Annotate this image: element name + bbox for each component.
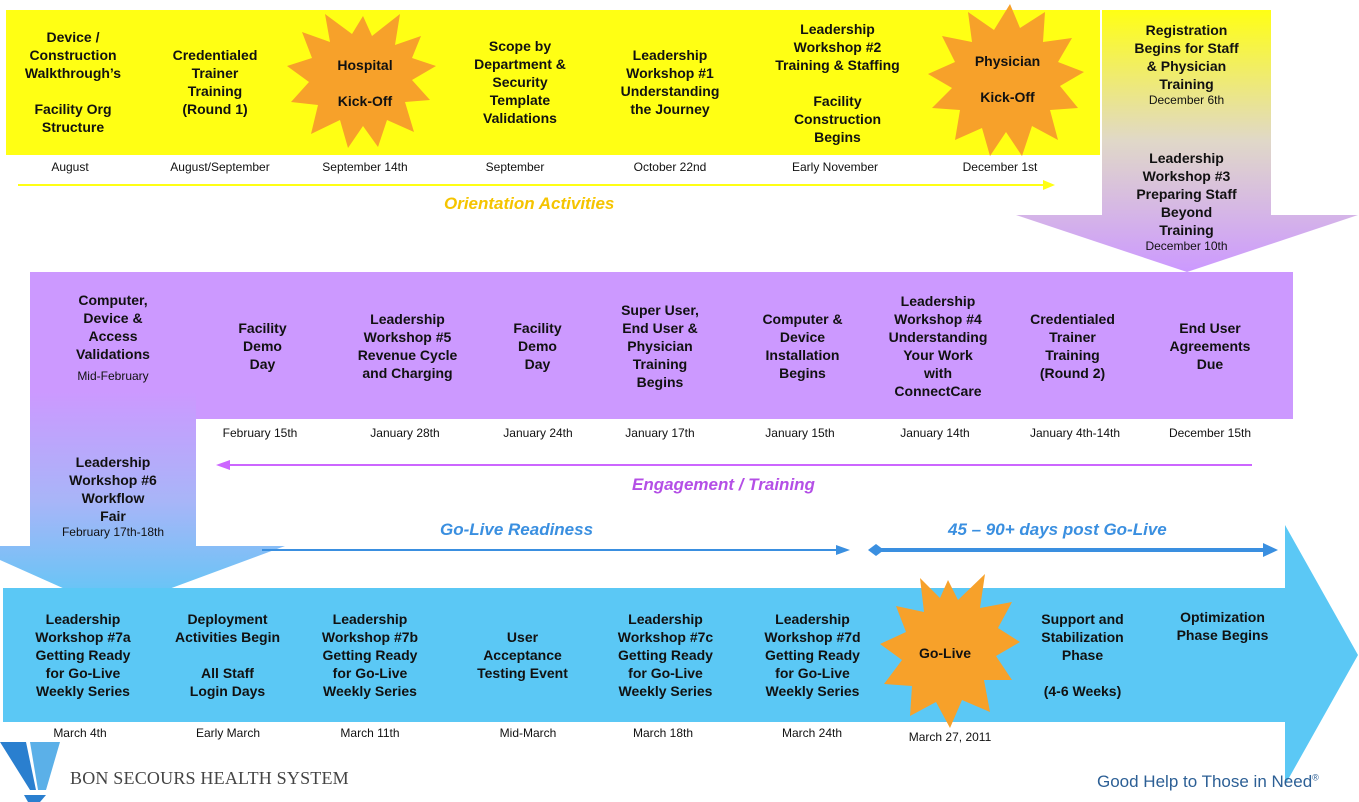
workshop6-date: February 17th-18th [61,524,165,539]
orientation-date: August/September [170,160,270,174]
orientation-item: Credentialed Trainer Training (Round 1) [172,47,258,117]
hospital-kickoff-starburst [287,14,436,148]
golive-item: Leadership Workshop #7b Getting Ready fo… [321,611,419,699]
validations-date: Mid-February [77,369,149,383]
golive-date: March 18th [632,726,694,740]
registered-mark: ® [1312,772,1319,783]
engagement-date: January 4th-14th [1029,426,1121,440]
down-arrow-left [0,392,285,610]
engagement-phase-label: Engagement / Training [632,475,815,494]
orientation-band [6,10,1100,155]
workshop3-item: Leadership Workshop #3 Preparing Staff B… [1136,149,1237,253]
orientation-item: Physician Kick-Off [974,53,1041,105]
engagement-date: January 24th [503,426,573,440]
workshop6-item: Leadership Workshop #6 Workflow Fair Feb… [61,453,165,539]
engagement-item: Facility Demo Day [238,319,287,372]
validations-item: Computer, Device & Access Validations Mi… [76,292,150,383]
orientation-item: Scope by Department & Security Template … [474,38,566,126]
golive-item: Go-Live [918,645,972,661]
golive-item: Leadership Workshop #7d Getting Ready fo… [764,611,861,699]
engagement-date: January 14th [900,426,970,440]
golive-starburst [880,574,1020,728]
physician-kickoff-starburst [928,4,1084,156]
golive-date: Early March [195,726,260,740]
readiness-arrow [262,545,850,555]
orientation-item: Device / Construction Walkthrough’s Faci… [24,29,122,135]
golive-band [3,525,1358,785]
tagline-text: Good Help to Those in Need [1097,772,1313,791]
engagement-date: January 17th [625,426,695,440]
engagement-arrow [216,460,1252,470]
post-golive-arrow [868,543,1278,557]
engagement-date: January 28th [370,426,440,440]
orientation-arrow [18,180,1055,190]
engagement-band [30,272,1293,419]
golive-date: March 11th [340,726,400,740]
golive-date: Mid-March [499,726,557,740]
orientation-item: Leadership Workshop #1 Understanding the… [620,47,720,117]
down-arrow-right [1016,10,1358,272]
engagement-item: Computer & Device Installation Begins [762,310,843,381]
golive-item: Optimization Phase Begins [1176,609,1269,643]
golive-item: Support and Stabilization Phase (4-6 Wee… [1041,611,1124,699]
engagement-item: End User Agreements Due [1169,319,1251,372]
engagement-date: December 15th [1168,426,1252,440]
engagement-item: Leadership Workshop #5 Revenue Cycle and… [357,310,458,381]
post-golive-phase-label: 45 – 90+ days post Go-Live [948,520,1167,539]
engagement-item: Facility Demo Day [513,319,562,372]
bon-secours-logo-icon [0,742,60,802]
engagement-date: January 15th [765,426,835,440]
orientation-date: December 1st [962,160,1038,174]
orientation-phase-label: Orientation Activities [444,194,615,213]
engagement-item: Super User, End User & Physician Trainin… [621,301,699,390]
workshop3-date: December 10th [1145,238,1228,253]
orientation-item: Leadership Workshop #2 Training & Staffi… [775,20,900,145]
golive-date: March 4th [53,726,107,740]
golive-item: User Acceptance Testing Event [477,629,568,681]
orientation-item: Hospital Kick-Off [337,57,393,109]
golive-date: March 24th [781,726,843,740]
orientation-date: September 14th [322,160,408,174]
registration-date: December 6th [1148,93,1225,107]
engagement-date: February 15th [222,426,298,440]
registration-item: Registration Begins for Staff & Physicia… [1134,22,1239,107]
orientation-date: September [485,160,545,174]
tagline: Good Help to Those in Need® [1097,772,1319,792]
orientation-date: August [51,160,89,174]
readiness-phase-label: Go-Live Readiness [440,520,594,539]
orientation-date: October 22nd [633,160,707,174]
engagement-item: Credentialed Trainer Training (Round 2) [1030,310,1115,381]
golive-item: Deployment Activities Begin All Staff Lo… [174,611,281,699]
golive-item: Leadership Workshop #7c Getting Ready fo… [617,611,714,699]
orientation-date: Early November [791,160,879,174]
golive-date: March 27, 2011 [908,730,992,744]
engagement-item: Leadership Workshop #4 Understanding You… [888,292,988,399]
logo-text: BON SECOURS HEALTH SYSTEM [70,768,349,788]
golive-item: Leadership Workshop #7a Getting Ready fo… [35,611,131,699]
